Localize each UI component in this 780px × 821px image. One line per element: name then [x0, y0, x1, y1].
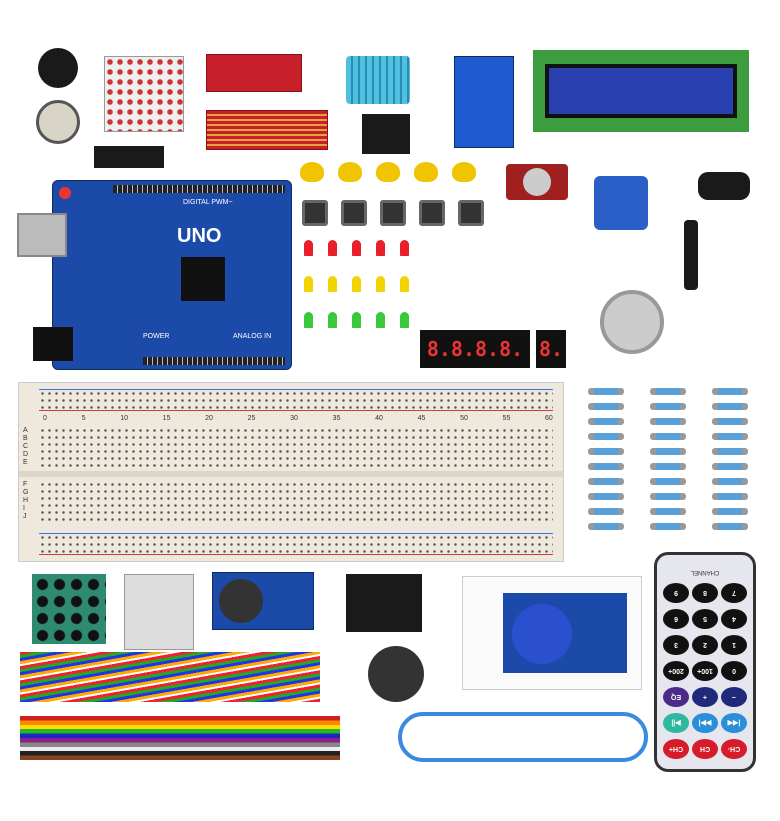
mcu-chip — [181, 257, 225, 301]
remote-key[interactable]: 5 — [692, 609, 718, 629]
leds — [304, 240, 409, 328]
dc-jack-cable — [684, 220, 698, 290]
rtc-module — [212, 572, 314, 630]
ic-chip — [94, 146, 164, 168]
lcd-1602 — [533, 50, 749, 132]
red-led — [376, 240, 385, 256]
four-digit-display: 8.8.8.8. — [420, 330, 530, 368]
yellow-cap — [452, 162, 476, 182]
jumper-wires — [20, 652, 320, 702]
yellow-led — [304, 276, 313, 292]
red-led — [328, 240, 337, 256]
power-jack — [33, 327, 73, 361]
remote-key[interactable]: 9 — [663, 583, 689, 603]
green-led — [400, 312, 409, 328]
remote-key[interactable]: CH- — [721, 739, 747, 759]
joystick-cap — [368, 646, 424, 702]
green-led — [376, 312, 385, 328]
analog-header — [143, 357, 285, 365]
power-label: POWER — [143, 333, 170, 340]
lcd-screen — [545, 64, 737, 118]
remote-footer: CHANNEL — [690, 569, 720, 575]
analog-label: ANALOG IN — [233, 333, 272, 340]
yellow-cap — [338, 162, 362, 182]
dht11-sensor — [346, 56, 410, 104]
remote-key[interactable]: 100+ — [692, 661, 718, 681]
button-caps — [300, 162, 476, 182]
red-led — [352, 240, 361, 256]
battery-clip — [698, 172, 750, 200]
remote-key[interactable]: CH — [692, 739, 718, 759]
push-button — [341, 200, 367, 226]
remote-key[interactable]: 8 — [692, 583, 718, 603]
digital-label: DIGITAL PWM~ — [183, 199, 233, 206]
rfid-keyfob — [512, 604, 572, 664]
usb-cable — [398, 712, 648, 762]
keypad-4x4 — [32, 574, 106, 644]
reset-button — [59, 187, 71, 199]
yellow-led — [376, 276, 385, 292]
remote-key[interactable]: 4 — [721, 609, 747, 629]
remote-key[interactable]: CH+ — [663, 739, 689, 759]
remote-key[interactable]: |◀◀ — [721, 713, 747, 733]
stepper-driver-board — [124, 574, 194, 650]
yellow-led — [328, 276, 337, 292]
green-led — [352, 312, 361, 328]
remote-key[interactable]: 7 — [721, 583, 747, 603]
ribbon-cable — [20, 716, 340, 760]
remote-key[interactable]: 2 — [692, 635, 718, 655]
yellow-cap — [376, 162, 400, 182]
push-button — [458, 200, 484, 226]
usb-port — [17, 213, 67, 257]
sound-sensor-module — [206, 54, 302, 92]
remote-key[interactable]: 200+ — [663, 661, 689, 681]
relay-module — [454, 56, 514, 148]
push-button — [380, 200, 406, 226]
yellow-led — [352, 276, 361, 292]
stepper-motor — [600, 290, 664, 354]
resistors — [588, 388, 748, 530]
remote-key[interactable]: + — [692, 687, 718, 707]
push-button — [419, 200, 445, 226]
potentiometer — [506, 164, 568, 200]
active-buzzer — [38, 48, 78, 88]
push-button — [302, 200, 328, 226]
red-led — [304, 240, 313, 256]
remote-key[interactable]: ▶▶| — [692, 713, 718, 733]
yellow-cap — [414, 162, 438, 182]
red-led — [400, 240, 409, 256]
remote-key[interactable]: 1 — [721, 635, 747, 655]
remote-key[interactable]: EQ — [663, 687, 689, 707]
passive-buzzer — [36, 100, 80, 144]
remote-key[interactable]: 3 — [663, 635, 689, 655]
green-led — [328, 312, 337, 328]
board-title: UNO — [177, 225, 222, 247]
remote-key[interactable]: − — [721, 687, 747, 707]
water-level-sensor — [206, 110, 328, 150]
remote-key[interactable]: 0 — [721, 661, 747, 681]
push-buttons — [302, 200, 484, 226]
rfid-module — [462, 576, 642, 690]
digital-header — [113, 185, 285, 193]
one-digit-display: 8. — [536, 330, 566, 368]
arduino-uno-board: DIGITAL PWM~ UNO POWER ANALOG IN — [17, 180, 292, 370]
yellow-led — [400, 276, 409, 292]
servo-motor — [594, 176, 648, 230]
green-led — [304, 312, 313, 328]
remote-key[interactable]: 6 — [663, 609, 689, 629]
rgb-led-module — [362, 114, 410, 154]
led-matrix — [104, 56, 184, 132]
remote-key[interactable]: ▶|| — [663, 713, 689, 733]
yellow-cap — [300, 162, 324, 182]
joystick-module — [346, 574, 422, 632]
